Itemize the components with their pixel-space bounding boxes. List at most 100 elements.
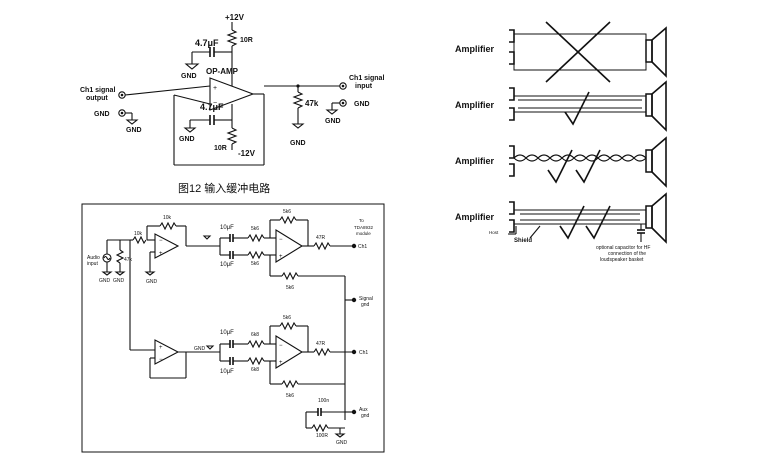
gnd-d-label: GND	[194, 346, 206, 352]
check-mark-3b	[575, 149, 601, 184]
gnd-c-label: GND	[146, 279, 158, 285]
cap-100n-label: 100n	[318, 398, 329, 404]
r-in-label: 10k	[134, 231, 143, 237]
to-label-1: To	[359, 218, 364, 223]
supply-pos-label: +12V	[225, 13, 245, 22]
r-6k8-b-label: 6k8	[251, 367, 259, 373]
opamp-in-top	[154, 233, 180, 259]
opamp-label: OP-AMP	[206, 67, 239, 76]
note-line-2: connection of the	[608, 251, 646, 257]
ch1-bot-label: Ch1	[359, 350, 368, 356]
output-label-1: Ch1 signal	[349, 75, 384, 82]
aux-gnd-label-2: gnd	[361, 413, 370, 419]
speaker-4	[645, 205, 653, 229]
speaker-1	[645, 39, 653, 63]
input-label-1: Ch1 signal	[80, 87, 115, 94]
r-5k6-cross-label: 5k6	[286, 285, 294, 291]
input-label-2: output	[86, 95, 108, 102]
r-5k6-fb2-label: 5k6	[283, 315, 291, 321]
output-gnd-label: GND	[354, 101, 370, 108]
audio-label-2: input	[87, 261, 98, 267]
gnd-b-label: GND	[113, 278, 125, 284]
amplifier-label-1: Amplifier	[455, 44, 495, 54]
figure-caption: 图12 输入缓冲电路	[178, 181, 270, 195]
gnd-top-symbol	[184, 63, 200, 70]
cable-row-1: Amplifier	[455, 21, 667, 83]
input-gnd2-label: GND	[126, 127, 142, 134]
r-pot-label: 47k	[124, 257, 133, 263]
opamp-in-bot	[154, 339, 180, 365]
r-47-top-label: 47R	[316, 235, 326, 241]
gnd-a-label: GND	[99, 278, 111, 284]
check-mark-4a	[559, 205, 585, 240]
svg-text:+: +	[159, 345, 163, 351]
amplifier-label-3: Amplifier	[455, 156, 495, 166]
amplifier-label-4: Amplifier	[455, 212, 495, 222]
module-frame	[81, 203, 385, 453]
resistor-top	[226, 29, 238, 47]
module-circuit: − + 10k 10k GND Audio input GND 47k GND	[81, 203, 385, 453]
cap-bottom-label: 4.7μF	[200, 102, 224, 112]
audio-label-1: Audio	[87, 255, 100, 261]
gnd-top-label: GND	[181, 73, 197, 80]
svg-text:+: +	[159, 251, 163, 257]
svg-text:−: −	[213, 100, 217, 107]
r-bottom-label: 10R	[214, 145, 227, 152]
cable-diagram: Amplifier Amplifier Amplifier	[455, 21, 667, 263]
cap2-bot-label: 10μF	[220, 369, 234, 375]
r-load-label: 47k	[305, 99, 319, 108]
to-label-3: module	[356, 231, 371, 236]
shield-label: Shield	[514, 238, 532, 244]
input-gnd-label: GND	[94, 111, 110, 118]
output-label-2: input	[355, 83, 373, 90]
svg-text:−: −	[279, 343, 283, 349]
output-gnd2-label: GND	[325, 118, 341, 125]
ch1-top-label: Ch1	[358, 244, 367, 250]
r-5k6-cross2-label: 5k6	[286, 393, 294, 399]
r-5k6-a-label: 5k6	[251, 226, 259, 232]
output-terminal	[339, 82, 347, 90]
cable-row-3: Amplifier	[455, 136, 667, 188]
cap1-top-label: 10μF	[220, 225, 234, 231]
check-mark-4b	[585, 205, 611, 240]
svg-text:+: +	[279, 254, 283, 260]
gnd-bottom-label: GND	[179, 136, 195, 143]
resistor-load	[292, 91, 304, 109]
opamp-diff-top	[275, 229, 304, 263]
cable-row-2: Amplifier	[455, 80, 667, 132]
amplifier-label-2: Amplifier	[455, 100, 495, 110]
r-5k6-fb-label: 5k6	[283, 209, 291, 215]
r-top-label: 10R	[240, 37, 253, 44]
speaker-3	[645, 149, 653, 173]
svg-text:−: −	[159, 357, 163, 363]
to-label-2: TDA8932	[354, 225, 374, 230]
cable-row-4: Amplifier Host Shield optional capacitor…	[455, 192, 667, 263]
r-6k8-a-label: 6k8	[251, 332, 259, 338]
check-mark-2	[564, 91, 590, 126]
host-label: Host	[489, 230, 499, 235]
r-fb-top-label: 10k	[163, 215, 172, 221]
signal-gnd-label-1: Signal	[359, 296, 373, 302]
cap-top-label: 4.7μF	[195, 38, 219, 48]
r-load-gnd-label: GND	[290, 140, 306, 147]
opamp-diff-bot	[275, 335, 304, 369]
svg-text:+: +	[279, 360, 283, 366]
note-line-3: loudspeaker basket	[600, 257, 644, 263]
check-mark-3a	[547, 149, 573, 184]
svg-text:−: −	[279, 237, 283, 243]
cap2-top-label: 10μF	[220, 330, 234, 336]
r-5k6-b-label: 5k6	[251, 261, 259, 267]
gnd-e-label: GND	[336, 440, 348, 446]
r-47-bot-label: 47R	[316, 341, 326, 347]
cap1-bot-label: 10μF	[220, 262, 234, 268]
supply-neg-label: -12V	[238, 149, 256, 158]
svg-text:+: +	[213, 85, 217, 92]
r-100r-label: 100R	[316, 433, 328, 439]
note-line-1: optional capacitor for HF	[596, 245, 650, 251]
aux-gnd-label-1: Aux	[359, 407, 368, 413]
speaker-2	[645, 93, 653, 117]
signal-gnd-label-2: gnd	[361, 302, 370, 308]
buffer-circuit: + − OP-AMP +12V 10R 4.7μF GND Ch1 signal…	[80, 13, 384, 166]
svg-text:−: −	[159, 238, 163, 244]
